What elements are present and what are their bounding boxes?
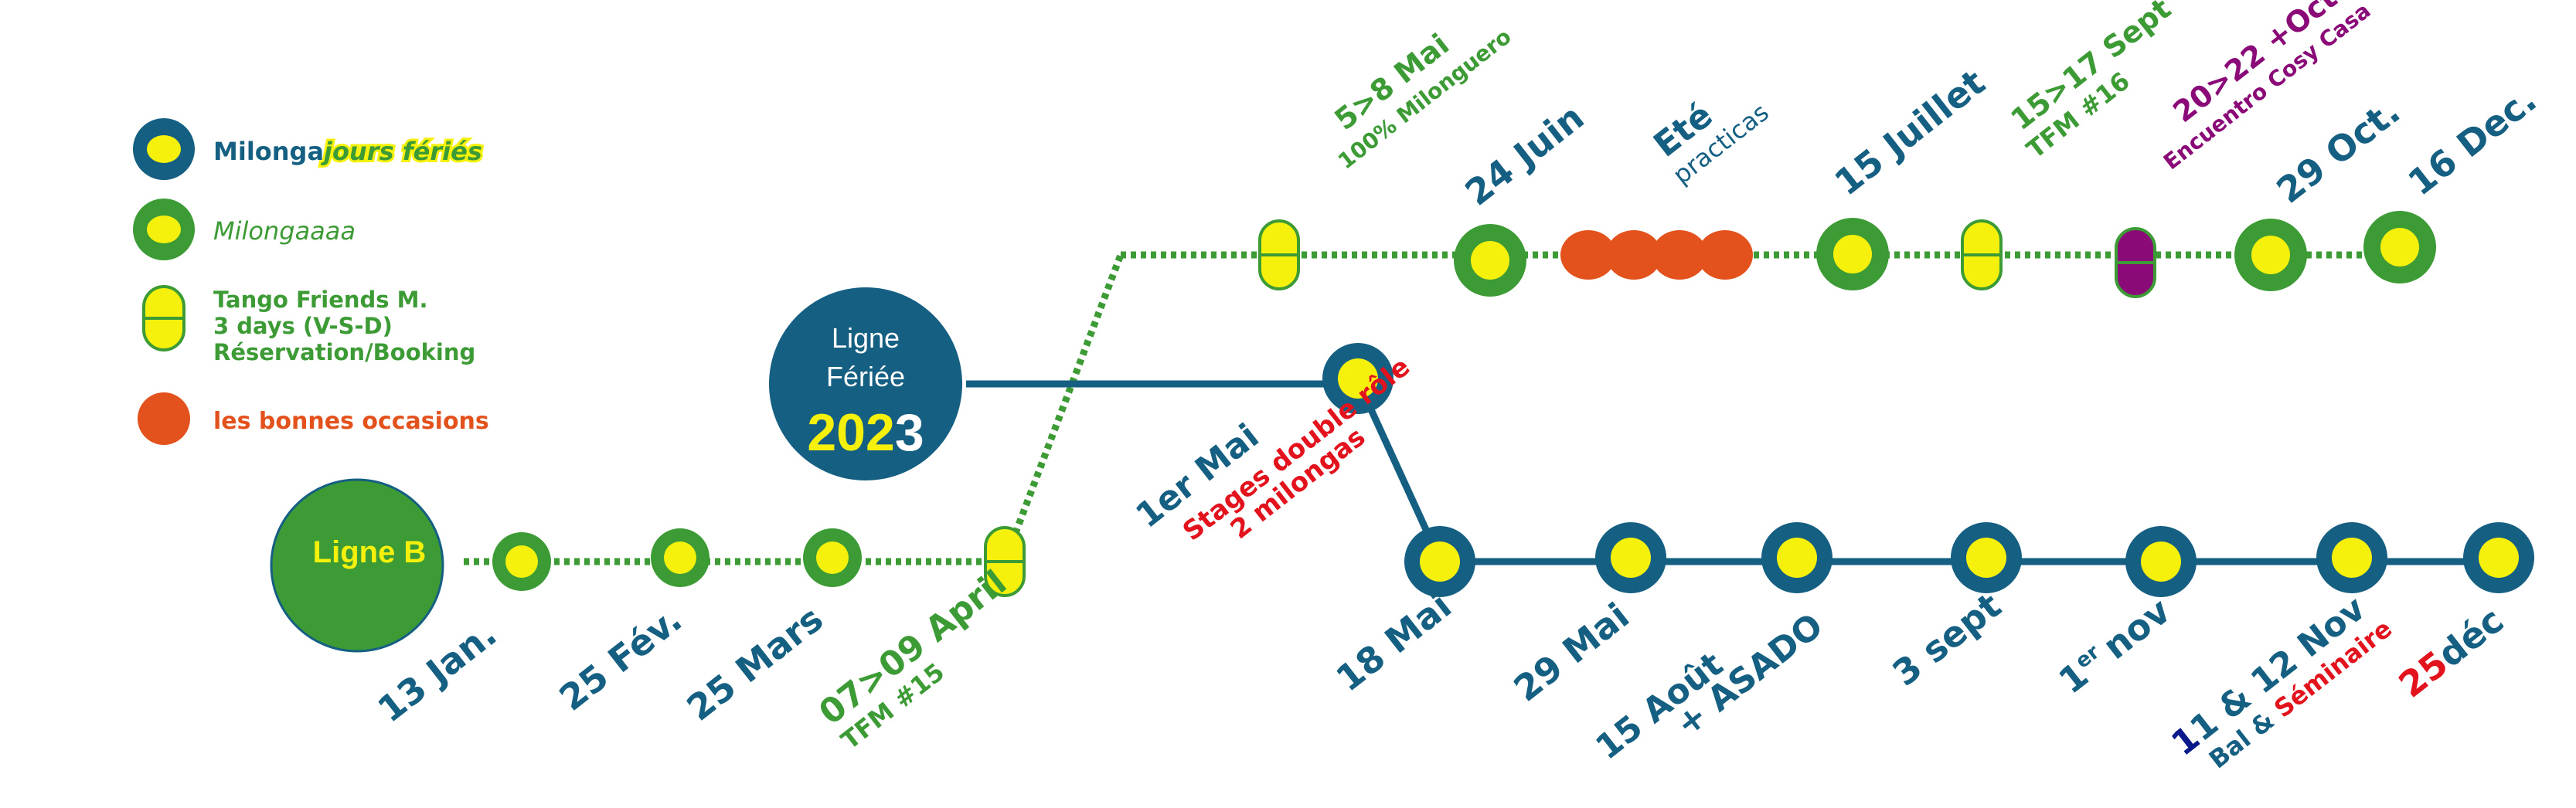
stations-ligne-b (492, 526, 1026, 597)
label-ete-practicas: Eté practicas (1646, 96, 1774, 190)
station-15-juillet (1816, 218, 1889, 290)
station-labels: 13 Jan. 25 Fév. 25 Mars 07>09 April TFM … (370, 0, 2544, 774)
station-29-mai (1595, 522, 1666, 593)
label-18-mai: 18 Mai (1329, 585, 1459, 700)
stations-top-line (1258, 211, 2436, 298)
station-5-8-mai (1258, 219, 1300, 290)
legend-tfm-line3: Réservation/Booking (213, 339, 475, 365)
label-3-sept: 3 sept (1885, 585, 2009, 694)
hub-ligne-b: Ligne B (270, 478, 444, 653)
legend: Milongajours fériés Milongaaaa Tango Fri… (133, 118, 489, 445)
legend-milonga-feries: Milongajours fériés (133, 118, 485, 180)
label-25-mars: 25 Mars (679, 598, 831, 729)
station-25-dec (2463, 522, 2534, 593)
label-29-oct: 29 Oct. (2269, 90, 2408, 212)
label-5-8-mai: 5>8 Mai 100% Milonguero (1328, 24, 1516, 175)
station-13-jan (492, 532, 551, 591)
station-24-juin (1454, 224, 1526, 297)
station-15-17-sept (1961, 219, 2003, 290)
station-16-dec (2363, 211, 2436, 283)
legend-tango-friends: Tango Friends M. 3 days (V-S-D) Réservat… (142, 285, 475, 365)
station-11-12-nov (2316, 522, 2387, 593)
station-25-mars (803, 528, 862, 587)
legend-milonga-label: Milongajours fériés (213, 137, 482, 166)
label-11-12-nov: 11 & 12 Nov Bal & Séminaire (2164, 589, 2397, 774)
legend-orange-dot-icon (138, 392, 190, 445)
hub-feriee-line1: Ligne (832, 322, 900, 354)
legend-tfm-line2: 3 days (V-S-D) (213, 313, 393, 339)
branch-dotted-line (1001, 253, 1125, 563)
label-1er-nov: 1ernov (2051, 589, 2179, 701)
legend-tfm-line1: Tango Friends M. (213, 287, 428, 313)
hub-ligne-b-label: Ligne B (313, 535, 427, 569)
label-25-fev: 25 Fév. (552, 599, 690, 719)
station-20-22-oct (2115, 227, 2156, 298)
label-25-dec: 25déc (2391, 599, 2512, 705)
label-07-09-april: 07>09 April TFM #15 (812, 563, 1014, 755)
station-1er-mai (1322, 343, 1393, 414)
label-16-dec: 16 Dec. (2401, 79, 2544, 204)
hub-ligne-feriee: Ligne Fériée 2023 (769, 287, 962, 480)
station-18-mai (1404, 526, 1475, 597)
legend-occasions-label: les bonnes occasions (213, 408, 489, 435)
station-25-fev (651, 528, 710, 587)
label-15-juillet: 15 Juillet (1827, 61, 1993, 203)
stations-ligne-feriee (1322, 343, 2534, 597)
label-29-mai: 29 Mai (1506, 595, 1637, 710)
hub-feriee-year: 2023 (807, 403, 924, 462)
label-15-17-sept: 15>17 Sept TFM #16 (2004, 0, 2177, 165)
station-29-oct (2234, 219, 2307, 291)
label-24-juin: 24 Juin (1458, 96, 1592, 213)
legend-bonnes-occasions: les bonnes occasions (138, 392, 489, 445)
station-3-sept (1951, 522, 2022, 593)
hub-feriee-line2: Fériée (826, 361, 905, 392)
station-15-aout (1761, 522, 1832, 593)
station-1er-nov (2125, 526, 2197, 597)
station-ete-practicas (1560, 230, 1753, 280)
station-07-09-april (984, 526, 1026, 597)
legend-milongaaaa: Milongaaaa (133, 199, 356, 260)
legend-milongaaaa-label: Milongaaaa (213, 216, 356, 246)
